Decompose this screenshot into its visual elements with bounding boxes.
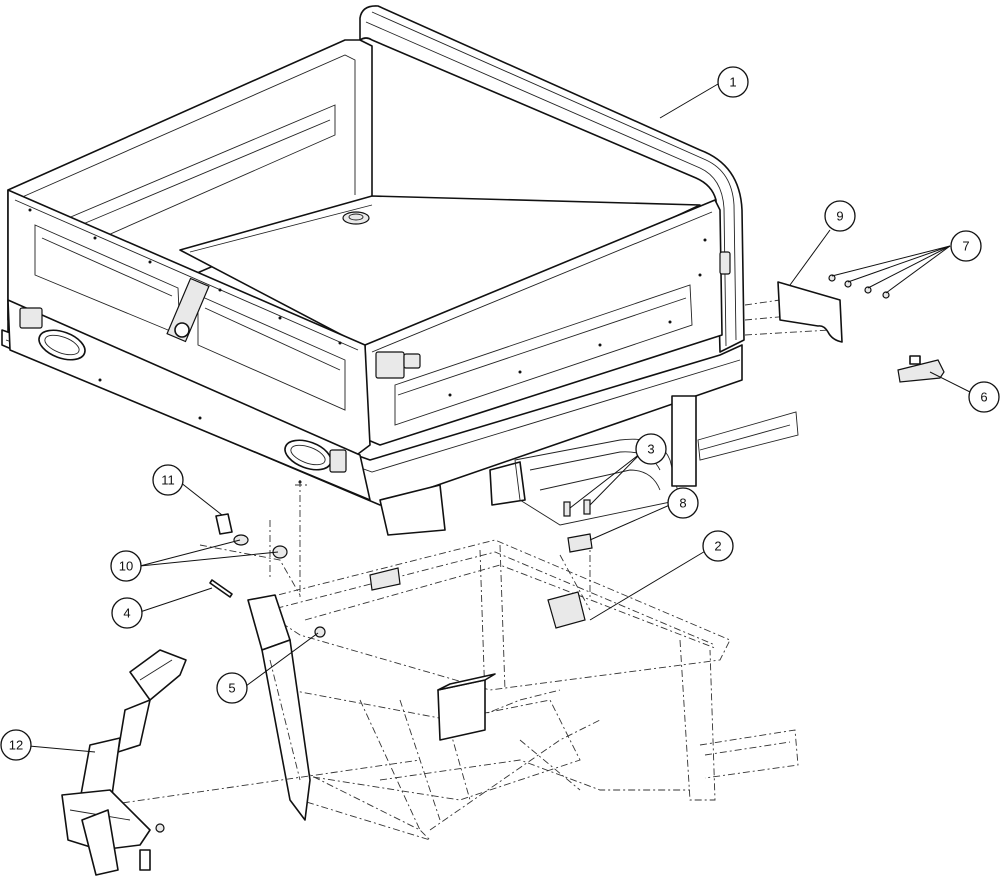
lift-cylinder-assembly — [61, 649, 187, 876]
callout-label: 11 — [161, 473, 175, 488]
leader-lines — [28, 83, 979, 753]
callout-5: 5 — [216, 672, 248, 704]
callout-6: 6 — [968, 381, 1000, 413]
callout-label: 8 — [679, 496, 686, 511]
callout-7: 7 — [950, 230, 982, 262]
callout-label: 7 — [962, 239, 969, 254]
callout-3: 3 — [635, 433, 667, 465]
callout-9: 9 — [824, 200, 856, 232]
callout-label: 4 — [123, 606, 130, 621]
callout-label: 2 — [714, 539, 721, 554]
callout-label: 9 — [836, 209, 843, 224]
callout-label: 12 — [9, 738, 23, 753]
frame-assembly — [107, 299, 831, 841]
callout-4: 4 — [111, 597, 143, 629]
latch — [897, 355, 945, 383]
callout-label: 10 — [119, 559, 133, 574]
bolts — [563, 499, 591, 517]
callout-label: 1 — [729, 75, 736, 90]
callout-10: 10 — [110, 550, 142, 582]
pivot-pin — [215, 513, 233, 535]
bumper — [567, 533, 593, 553]
callout-label: 6 — [980, 390, 987, 405]
callout-2: 2 — [702, 530, 734, 562]
callout-label: 3 — [647, 442, 654, 457]
callout-label: 5 — [228, 681, 235, 696]
callout-8: 8 — [667, 487, 699, 519]
cargo-bed-assembly — [1, 5, 745, 506]
cover-plate — [777, 281, 843, 343]
callout-11: 11 — [152, 464, 184, 496]
callout-1: 1 — [717, 66, 749, 98]
bushings — [233, 534, 288, 559]
long-bolt — [209, 579, 233, 598]
screws — [828, 274, 890, 299]
callout-12: 12 — [0, 729, 32, 761]
